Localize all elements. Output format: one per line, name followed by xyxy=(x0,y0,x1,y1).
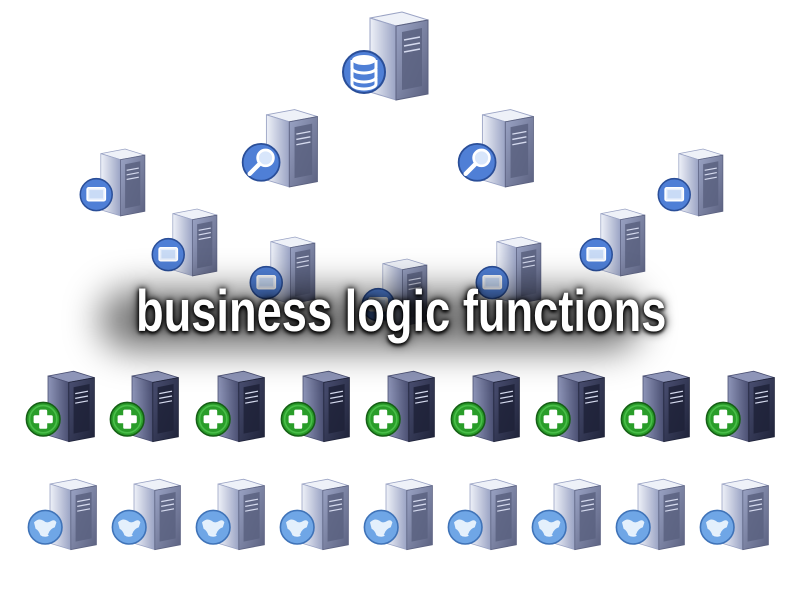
globe-badge-icon xyxy=(615,509,651,545)
display-badge-icon xyxy=(151,237,185,272)
globe-badge-icon xyxy=(699,509,735,545)
server-tower-icon xyxy=(387,370,435,443)
web-tier-server-2 xyxy=(110,476,190,556)
add-badge-icon xyxy=(195,401,231,437)
display-badge-icon xyxy=(249,265,283,300)
server-tower-icon xyxy=(557,370,605,443)
display-tier-server-6 xyxy=(578,206,654,282)
search-badge-icon xyxy=(241,142,281,182)
server-tower-icon xyxy=(47,370,95,443)
server-tower-icon xyxy=(553,478,601,551)
display-badge-icon xyxy=(475,265,509,300)
add-badge-icon xyxy=(365,401,401,437)
server-tower-icon xyxy=(301,478,349,551)
web-tier-server-8 xyxy=(614,476,694,556)
server-tower-icon xyxy=(302,370,350,443)
add-badge-icon xyxy=(535,401,571,437)
display-tier-server-4 xyxy=(360,256,436,332)
web-tier-server-4 xyxy=(278,476,358,556)
globe-badge-icon xyxy=(195,509,231,545)
display-tier-server-7 xyxy=(656,146,732,222)
business-tier-server-3 xyxy=(194,368,274,448)
server-tower-icon xyxy=(481,109,534,188)
search-badge-icon xyxy=(457,142,497,182)
globe-badge-icon xyxy=(111,509,147,545)
globe-badge-icon xyxy=(531,509,567,545)
globe-badge-icon xyxy=(27,509,63,545)
database-badge-icon xyxy=(342,50,386,94)
business-tier-server-5 xyxy=(364,368,444,448)
display-tier-server-1 xyxy=(78,146,154,222)
web-tier-server-3 xyxy=(194,476,274,556)
globe-badge-icon xyxy=(279,509,315,545)
web-tier-server-7 xyxy=(530,476,610,556)
display-tier-server-3 xyxy=(248,234,324,310)
add-badge-icon xyxy=(25,401,61,437)
server-tower-icon xyxy=(637,478,685,551)
globe-badge-icon xyxy=(363,509,399,545)
display-tier-server-5 xyxy=(474,234,550,310)
business-tier-server-1 xyxy=(24,368,104,448)
business-tier-server-9 xyxy=(704,368,784,448)
add-badge-icon xyxy=(450,401,486,437)
add-badge-icon xyxy=(705,401,741,437)
business-tier-server-4 xyxy=(279,368,359,448)
server-tower-icon xyxy=(100,148,146,217)
web-tier-server-5 xyxy=(362,476,442,556)
add-badge-icon xyxy=(109,401,145,437)
add-badge-icon xyxy=(280,401,316,437)
globe-badge-icon xyxy=(447,509,483,545)
display-badge-icon xyxy=(657,177,691,212)
display-badge-icon xyxy=(579,237,613,272)
display-tier-server-2 xyxy=(150,206,226,282)
server-tower-icon xyxy=(642,370,690,443)
web-tier-server-9 xyxy=(698,476,778,556)
web-tier-server-6 xyxy=(446,476,526,556)
display-badge-icon xyxy=(79,177,113,212)
search-tier-server-1 xyxy=(240,106,328,194)
display-badge-icon xyxy=(361,287,395,322)
add-badge-icon xyxy=(620,401,656,437)
server-tower-icon xyxy=(131,370,179,443)
server-tower-icon xyxy=(217,478,265,551)
database-tier-server-1 xyxy=(340,8,440,108)
business-tier-server-2 xyxy=(108,368,188,448)
business-tier-server-8 xyxy=(619,368,699,448)
search-tier-server-2 xyxy=(456,106,544,194)
web-tier-server-1 xyxy=(26,476,106,556)
business-tier-server-7 xyxy=(534,368,614,448)
business-tier-server-6 xyxy=(449,368,529,448)
